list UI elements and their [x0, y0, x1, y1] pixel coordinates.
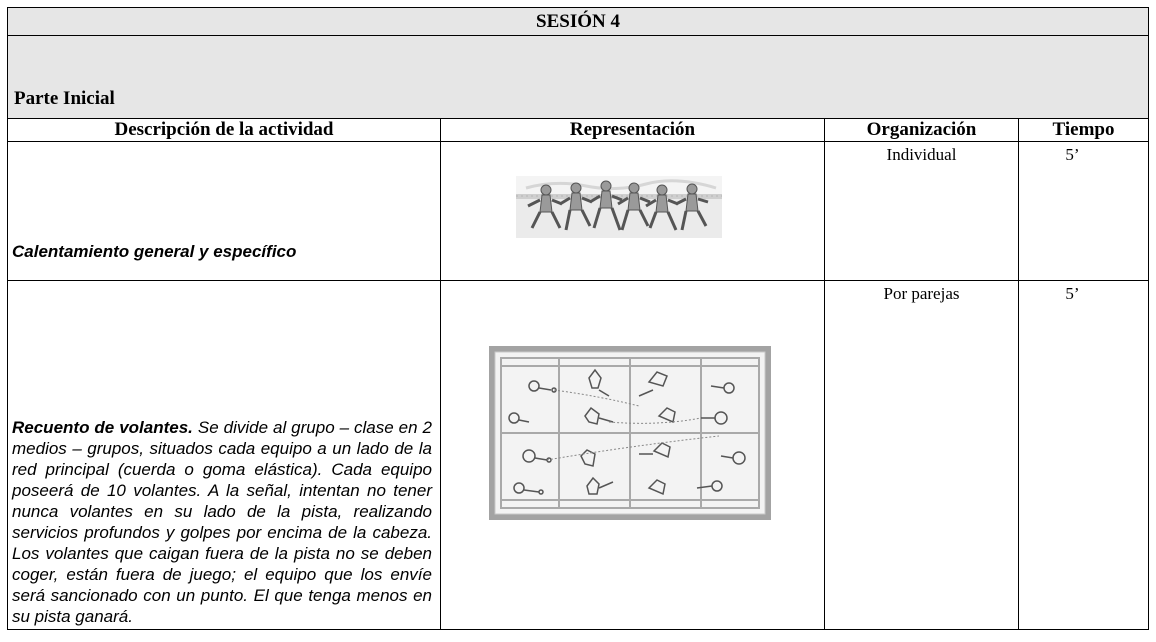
time-cell: 5’ [1017, 141, 1150, 281]
activity-description: Calentamiento general y específico [7, 141, 441, 281]
part-title: Parte Inicial [6, 35, 1150, 119]
activity-name: Calentamiento general y específico [12, 242, 297, 261]
representation-cell [440, 141, 825, 281]
activity-description: Recuento de volantes. Se divide al grupo… [7, 280, 441, 630]
time-cell: 5’ [1017, 280, 1150, 630]
activity-name: Recuento de volantes. [12, 418, 193, 437]
session-title: SESIÓN 4 [6, 7, 1150, 36]
column-header-description: Descripción de la actividad [7, 118, 441, 142]
representation-cell [440, 280, 825, 630]
runners-warmup-illustration [516, 176, 722, 238]
column-header-representation: Representación [440, 118, 825, 142]
badminton-court-diagram [489, 346, 771, 520]
column-header-time: Tiempo [1017, 118, 1150, 142]
session-sheet: SESIÓN 4 Parte Inicial Descripción de la… [6, 7, 1150, 630]
organization-cell: Individual [824, 141, 1019, 281]
column-header-organization: Organización [824, 118, 1019, 142]
table-row: Calentamiento general y específico Indiv… [7, 141, 1150, 281]
organization-cell: Por parejas [824, 280, 1019, 630]
session-table: SESIÓN 4 Parte Inicial Descripción de la… [6, 7, 1150, 630]
table-row: Recuento de volantes. Se divide al grupo… [7, 280, 1150, 630]
